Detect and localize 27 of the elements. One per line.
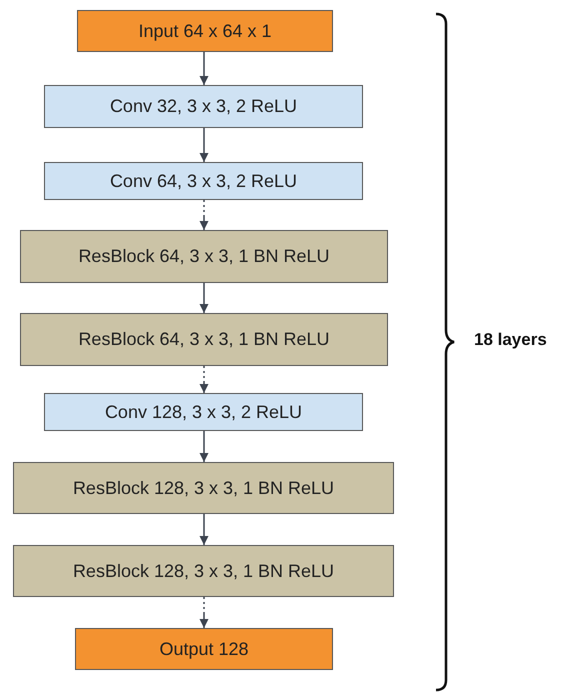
layer-box [13,462,394,514]
layer-box [13,545,394,597]
arrow [200,52,208,85]
layer-label: ResBlock 64, 3 x 3, 1 BN ReLU [78,246,330,267]
arrow [200,431,208,462]
arrow [200,283,208,313]
layer-label: Conv 32, 3 x 3, 2 ReLU [110,96,298,117]
layer-label: ResBlock 128, 3 x 3, 1 BN ReLU [72,478,334,498]
arrow [200,200,208,230]
layer-box [44,85,363,128]
arrow [200,514,208,545]
layer-box [20,230,388,283]
layer-box [44,393,363,431]
arrow [200,597,208,628]
layer-box [44,162,363,200]
layer-count-label: 18 layers [474,330,547,350]
arrow [200,128,208,162]
layer-label: ResBlock 128, 3 x 3, 1 BN ReLU [72,560,334,582]
layer-label: Output 128 [159,638,249,660]
arrow [200,366,208,393]
layer-label: ResBlock 64, 3 x 3, 1 BN ReLU [78,329,330,350]
layer-label: Conv 64, 3 x 3, 2 ReLU [110,170,298,192]
layer-box [77,10,333,52]
layer-box [20,313,388,366]
layer-label: Input 64 x 64 x 1 [138,20,272,42]
layer-label: Conv 128, 3 x 3, 2 ReLU [104,402,302,422]
layer-box [75,628,333,670]
